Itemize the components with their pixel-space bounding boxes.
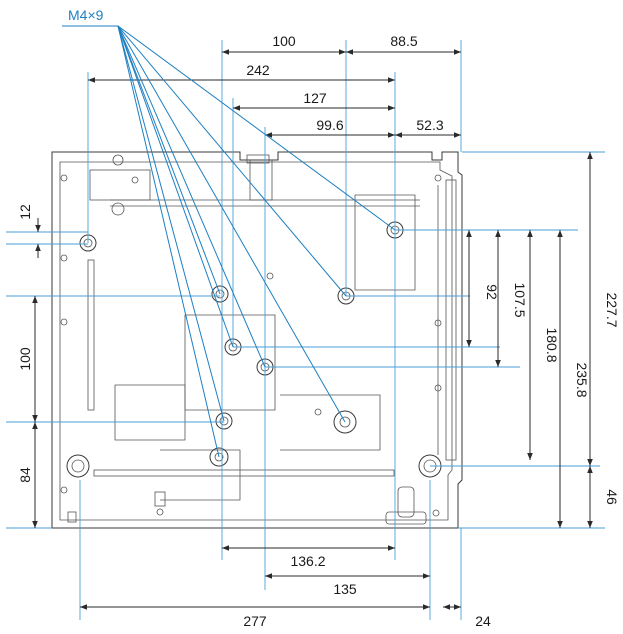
dim-top-99-6: 99.6 [316,117,343,133]
labels: M4×9 100 88.5 242 127 99.6 52.3 12 100 8… [17,7,620,629]
dim-left-84: 84 [17,467,33,483]
dim-right-235-8: 235.8 [574,362,590,397]
dimension-lines [32,49,593,610]
mount-holes [79,221,404,467]
callout-label-m4x9: M4×9 [68,7,104,23]
dim-right-92: 92 [484,284,500,300]
mount-hole [211,285,229,303]
mount-hole [209,447,229,467]
dim-bottom-135: 135 [333,581,357,597]
dim-right-227-7: 227.7 [604,292,620,327]
body-details [60,154,442,525]
dim-top-52-3: 52.3 [416,117,443,133]
dim-top-100: 100 [272,33,296,49]
callout-leaders [62,25,396,458]
dim-bottom-136-2: 136.2 [290,553,325,569]
dim-right-107-5: 107.5 [512,282,528,317]
projector-body [51,151,463,529]
dim-top-88-5: 88.5 [390,33,417,49]
dim-left-12: 12 [17,204,33,220]
feet [66,410,442,478]
dim-bottom-24: 24 [475,613,491,629]
extension-lines [6,40,605,620]
dim-right-180-8: 180.8 [544,327,560,362]
dim-left-100: 100 [17,347,33,371]
dim-bottom-277: 277 [243,613,267,629]
dim-top-127: 127 [303,90,327,106]
dim-top-242: 242 [246,62,270,78]
mount-hole [215,412,233,430]
dim-right-46: 46 [604,489,620,505]
